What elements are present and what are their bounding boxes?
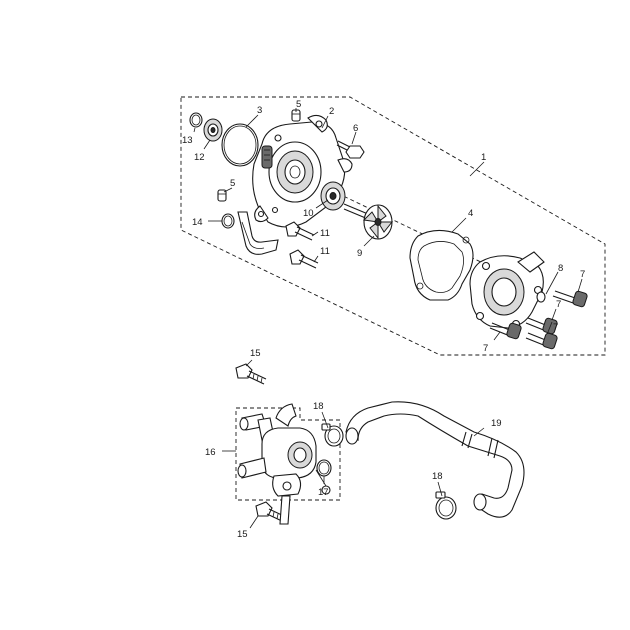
water-pump-assembly-boundary xyxy=(180,96,606,356)
callout-15-lower: 15 xyxy=(237,529,248,540)
o-ring-17 xyxy=(316,459,332,477)
callout-7-c: 7 xyxy=(553,322,558,333)
callout-6: 6 xyxy=(353,123,358,134)
callout-7-d: 7 xyxy=(483,343,488,354)
callout-11-upper: 11 xyxy=(320,228,330,239)
callout-17: 17 xyxy=(318,487,329,498)
bolt-7-c xyxy=(525,332,558,350)
o-ring-14 xyxy=(221,213,235,229)
callout-5-upper: 5 xyxy=(296,99,301,110)
pump-cover-8 xyxy=(469,251,546,329)
callout-16: 16 xyxy=(205,447,216,458)
hose-clamp-18-lower xyxy=(435,491,457,520)
o-ring-3 xyxy=(221,123,259,167)
callout-15-upper: 15 xyxy=(250,348,261,359)
oil-seal-12 xyxy=(203,118,223,142)
hose-clamp-18-upper xyxy=(321,423,344,447)
callout-11-lower: 11 xyxy=(320,246,330,257)
callout-14: 14 xyxy=(192,217,203,228)
bolt-11-lower xyxy=(289,249,319,269)
callout-5-lower: 5 xyxy=(230,178,235,189)
callout-10: 10 xyxy=(303,208,314,219)
callout-2: 2 xyxy=(329,106,334,117)
callout-18-lower: 18 xyxy=(432,471,443,482)
bolt-6 xyxy=(336,140,365,159)
callout-13: 13 xyxy=(182,135,193,146)
callout-1: 1 xyxy=(481,152,486,163)
thermostat-housing-boundary xyxy=(235,407,341,501)
leader-lines xyxy=(193,108,583,529)
o-ring-13 xyxy=(189,112,203,128)
water-hose-19 xyxy=(345,401,525,518)
dowel-pin-5-lower xyxy=(217,189,227,202)
callout-9: 9 xyxy=(357,248,362,259)
bolt-7-a xyxy=(552,290,588,308)
bolt-15-upper xyxy=(235,363,267,385)
callout-7-a: 7 xyxy=(580,269,585,280)
callout-3: 3 xyxy=(257,105,262,116)
pump-body-2 xyxy=(237,114,353,255)
bolt-11-upper xyxy=(285,221,315,241)
callout-8: 8 xyxy=(558,263,563,274)
callout-19: 19 xyxy=(491,418,502,429)
callout-labels: 1 2 3 4 5 5 6 7 7 7 7 8 9 10 11 11 12 13… xyxy=(182,99,585,540)
callout-4: 4 xyxy=(468,208,473,219)
callout-12: 12 xyxy=(194,152,205,163)
bearing-10 xyxy=(320,181,346,211)
thermostat-housing-16 xyxy=(237,403,331,525)
callout-18-upper: 18 xyxy=(313,401,324,412)
impeller-9 xyxy=(343,203,394,240)
gasket-4 xyxy=(409,229,474,301)
callout-7-b: 7 xyxy=(556,299,561,310)
